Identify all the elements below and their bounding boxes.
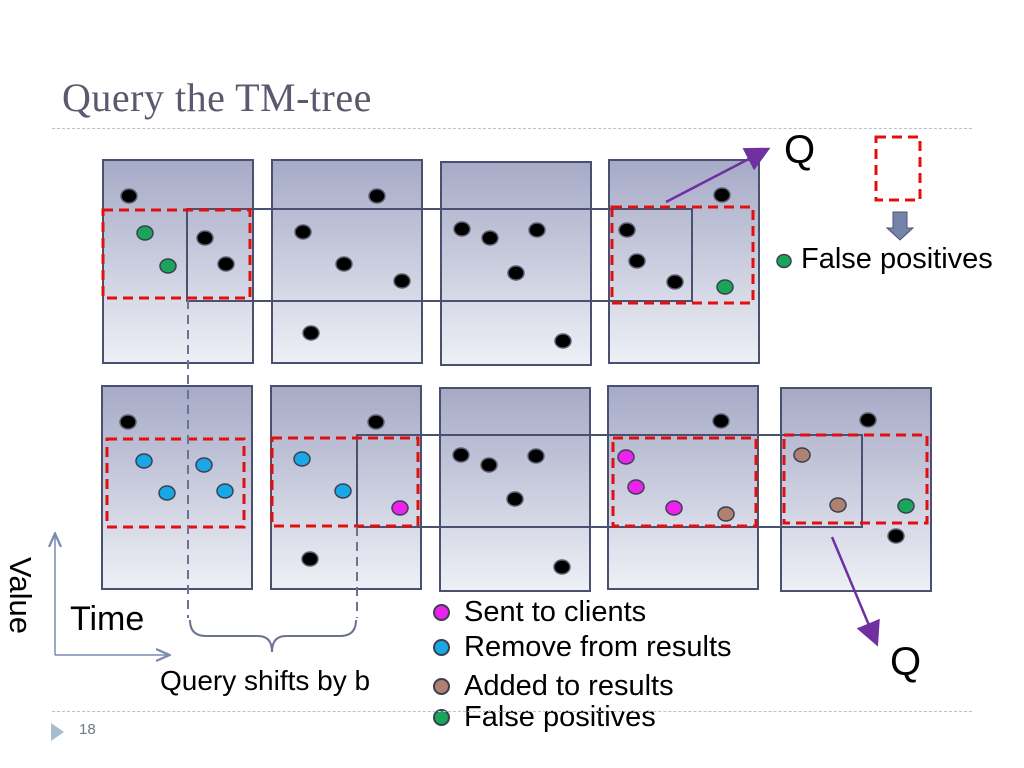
data-point — [453, 221, 471, 237]
footer-triangle-icon — [51, 723, 64, 741]
legend-label: False positives — [464, 701, 656, 733]
false-positive-point — [159, 258, 177, 274]
removed-dot-icon — [433, 639, 450, 656]
false-positive-point — [136, 225, 154, 241]
red-dashed-legend-box — [874, 135, 922, 202]
title-divider — [52, 128, 972, 129]
removed-point — [195, 457, 213, 473]
false-positive-point — [897, 498, 915, 514]
data-point — [301, 551, 319, 567]
data-point — [335, 256, 353, 272]
false-positives-label-top: False positives — [801, 243, 993, 275]
legend-label: Remove from results — [464, 631, 732, 663]
sent-dot-icon — [433, 604, 450, 621]
page-number: 18 — [79, 721, 96, 738]
sent-point — [391, 500, 409, 516]
legend-item-added: Added to results — [433, 670, 674, 703]
data-point — [528, 222, 546, 238]
removed-point — [334, 483, 352, 499]
data-point — [507, 265, 525, 281]
data-point — [506, 491, 524, 507]
legend-label: Sent to clients — [464, 596, 647, 628]
sent-point — [627, 479, 645, 495]
bottom-row — [101, 385, 932, 647]
data-point — [480, 457, 498, 473]
data-point — [368, 188, 386, 204]
legend-label: Added to results — [464, 670, 674, 702]
false-positive-point — [716, 279, 734, 295]
data-point — [628, 253, 646, 269]
query-arrow-top — [665, 147, 771, 204]
data-point — [294, 224, 312, 240]
added-dot-icon — [433, 678, 450, 695]
q-label-top: Q — [784, 128, 816, 172]
shifted-query-rectangle — [356, 434, 863, 528]
false-positive-dot-icon — [433, 709, 450, 726]
node-box — [780, 387, 932, 592]
data-point — [302, 325, 320, 341]
query-shift-label: Query shifts by b — [160, 665, 371, 696]
added-point — [793, 447, 811, 463]
false-positive-legend-dot — [776, 253, 792, 269]
red-dashed-mbr — [101, 208, 252, 300]
removed-point — [216, 483, 234, 499]
data-point — [481, 230, 499, 246]
data-point — [119, 414, 137, 430]
red-dashed-mbr — [610, 205, 755, 305]
query-rectangle — [186, 208, 693, 302]
removed-point — [293, 451, 311, 467]
q-label-bottom: Q — [890, 640, 922, 684]
down-arrow-icon — [885, 211, 915, 241]
data-point — [367, 414, 385, 430]
sent-point — [617, 449, 635, 465]
data-point — [393, 273, 411, 289]
sent-point — [665, 500, 683, 516]
value-axis-label: Value — [3, 557, 38, 634]
legend-item-sent: Sent to clients — [433, 596, 646, 629]
removed-point — [135, 453, 153, 469]
red-dashed-mbr — [611, 436, 758, 528]
added-point — [717, 506, 735, 522]
data-point — [217, 256, 235, 272]
legend-item-removed: Remove from results — [433, 631, 732, 664]
data-point — [618, 222, 636, 238]
data-point — [859, 412, 877, 428]
red-dashed-mbr — [270, 436, 420, 528]
data-point — [553, 559, 571, 575]
data-point — [120, 188, 138, 204]
data-point — [554, 333, 572, 349]
query-arrow-bottom — [830, 536, 880, 647]
data-point — [196, 230, 214, 246]
time-axis-label: Time — [70, 600, 145, 638]
removed-point — [158, 485, 176, 501]
shift-brace — [189, 619, 357, 653]
red-dashed-mbr — [782, 433, 929, 525]
red-dashed-mbr — [105, 437, 246, 529]
data-point — [712, 413, 730, 429]
data-point — [887, 528, 905, 544]
node-box — [440, 161, 592, 366]
node-box — [439, 387, 591, 592]
legend-item-false-positive: False positives — [433, 701, 656, 734]
data-point — [452, 447, 470, 463]
data-point — [527, 448, 545, 464]
added-point — [829, 497, 847, 513]
data-point — [666, 274, 684, 290]
data-point — [713, 187, 731, 203]
top-row — [101, 147, 771, 366]
slide-title: Query the TM-tree — [62, 75, 372, 120]
footer-divider — [52, 711, 972, 712]
